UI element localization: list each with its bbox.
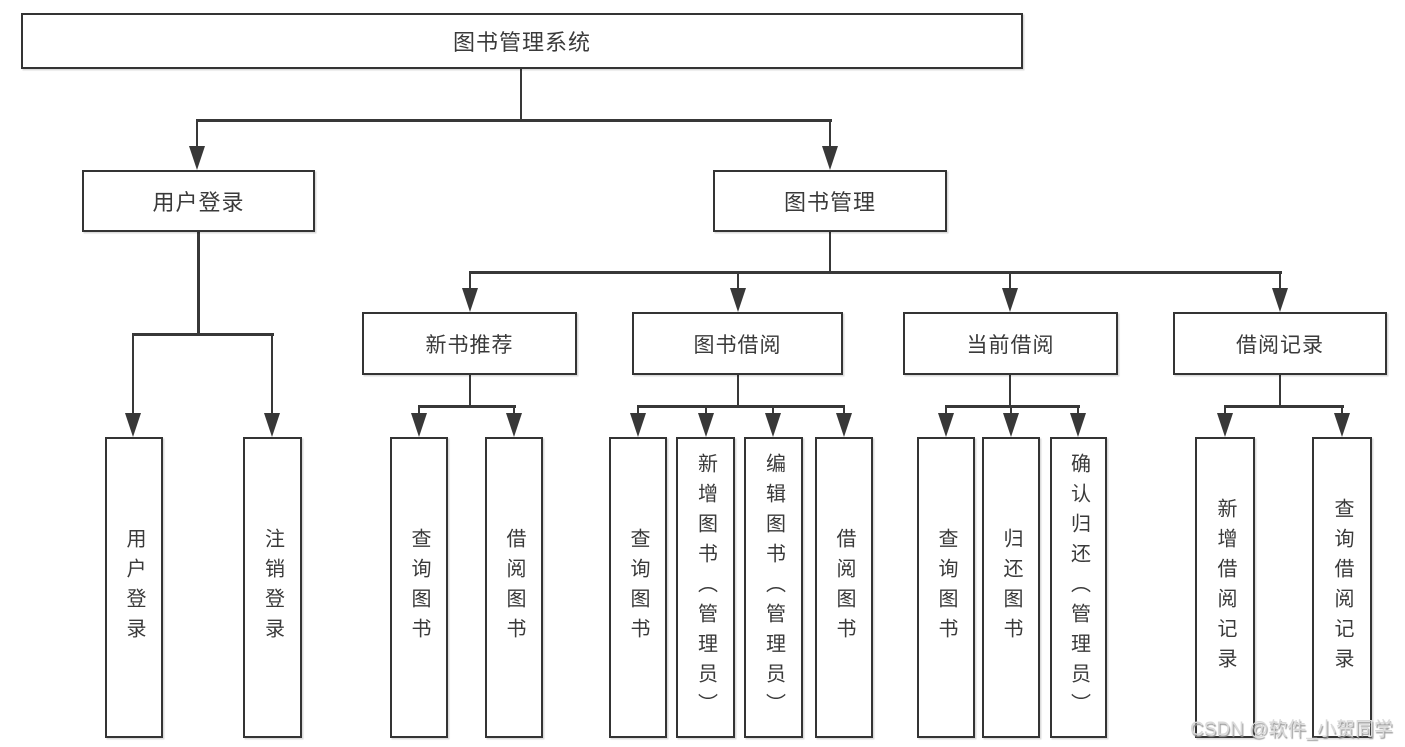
- arrow-down-icon: [730, 288, 746, 312]
- connector-line: [636, 405, 846, 408]
- connector-line: [1008, 375, 1012, 407]
- csdn-watermark: CSDN @软件_小贺同学: [1190, 719, 1393, 740]
- node-new-book-recommend: 新书推荐: [362, 312, 577, 375]
- node-library-system: 图书管理系统: [21, 13, 1023, 69]
- connector-line: [195, 119, 199, 149]
- node-borrowing-query-books-label: 查询图书: [627, 527, 649, 648]
- node-user-login-label: 用户登录: [152, 190, 245, 215]
- node-logout-action-label: 注销登录: [261, 527, 284, 648]
- node-library-system-label: 图书管理系统: [452, 30, 591, 55]
- connector-line: [636, 405, 640, 415]
- arrow-down-icon: [1217, 413, 1233, 437]
- connector-line: [197, 232, 200, 335]
- connector-line: [270, 333, 274, 415]
- node-borrowing-records-label: 借阅记录: [1236, 333, 1324, 357]
- connector-line: [1008, 271, 1012, 291]
- node-book-borrowing-label: 图书借阅: [693, 333, 782, 357]
- connector-line: [512, 405, 516, 415]
- node-current-borrowing-label: 当前借阅: [966, 333, 1055, 357]
- arrow-down-icon: [836, 413, 852, 437]
- connector-line: [1278, 375, 1282, 407]
- connector-line: [944, 405, 1080, 408]
- node-logout-action: 注销登录: [243, 437, 302, 738]
- connector-line: [736, 375, 740, 407]
- node-user-login-action: 用户登录: [105, 437, 163, 738]
- connector-line: [1009, 405, 1013, 415]
- node-query-borrow-record-label: 查询借阅记录: [1331, 497, 1353, 678]
- connector-line: [195, 119, 832, 122]
- arrow-down-icon: [1002, 288, 1018, 312]
- arrow-down-icon: [506, 413, 522, 437]
- arrow-down-icon: [189, 146, 205, 170]
- node-edit-book-admin: 编辑图书（管理员）: [744, 437, 803, 738]
- arrow-down-icon: [938, 413, 954, 437]
- node-add-borrow-record: 新增借阅记录: [1195, 437, 1255, 738]
- arrow-down-icon: [1070, 413, 1086, 437]
- node-confirm-return-admin-label: 确认归还（管理员）: [1067, 452, 1090, 723]
- arrow-down-icon: [1003, 413, 1019, 437]
- connector-line: [1076, 405, 1080, 415]
- node-new-book-recommend-label: 新书推荐: [425, 333, 514, 357]
- node-recommend-query-books: 查询图书: [390, 437, 448, 738]
- node-user-login-action-label: 用户登录: [123, 527, 145, 648]
- node-borrowing-query-books: 查询图书: [609, 437, 667, 738]
- node-current-borrowing: 当前借阅: [903, 312, 1118, 375]
- node-edit-book-admin-label: 编辑图书（管理员）: [762, 452, 785, 723]
- arrow-down-icon: [1334, 413, 1350, 437]
- arrow-down-icon: [765, 413, 781, 437]
- node-recommend-borrow-books-label: 借阅图书: [503, 527, 525, 648]
- node-query-borrow-record: 查询借阅记录: [1312, 437, 1372, 738]
- connector-line: [1223, 405, 1344, 408]
- connector-line: [828, 119, 832, 149]
- connector-line: [519, 69, 523, 121]
- node-book-management: 图书管理: [713, 170, 947, 232]
- node-current-query-books: 查询图书: [917, 437, 975, 738]
- connector-line: [736, 271, 740, 291]
- node-book-borrowing: 图书借阅: [632, 312, 843, 375]
- node-return-book-label: 归还图书: [1000, 527, 1022, 648]
- node-add-book-admin-label: 新增图书（管理员）: [694, 452, 717, 723]
- connector-line: [131, 333, 135, 415]
- connector-line: [468, 375, 472, 407]
- connector-line: [771, 405, 775, 415]
- connector-line: [417, 405, 421, 415]
- connector-line: [468, 271, 472, 291]
- arrow-down-icon: [822, 146, 838, 170]
- arrow-down-icon: [462, 288, 478, 312]
- arrow-down-icon: [264, 413, 280, 437]
- connector-line: [1340, 405, 1344, 415]
- arrow-down-icon: [411, 413, 427, 437]
- arrow-down-icon: [698, 413, 714, 437]
- arrow-down-icon: [630, 413, 646, 437]
- connector-line: [468, 271, 1282, 274]
- node-borrowing-borrow-books: 借阅图书: [815, 437, 873, 738]
- node-current-query-books-label: 查询图书: [935, 527, 957, 648]
- node-add-book-admin: 新增图书（管理员）: [676, 437, 735, 738]
- node-borrowing-records: 借阅记录: [1173, 312, 1387, 375]
- node-return-book: 归还图书: [982, 437, 1040, 738]
- node-user-login: 用户登录: [82, 170, 315, 232]
- connector-line: [944, 405, 948, 415]
- arrow-down-icon: [1272, 288, 1288, 312]
- node-recommend-borrow-books: 借阅图书: [485, 437, 543, 738]
- arrow-down-icon: [125, 413, 141, 437]
- connector-line: [131, 333, 275, 336]
- node-book-management-label: 图书管理: [783, 190, 876, 215]
- node-confirm-return-admin: 确认归还（管理员）: [1050, 437, 1107, 738]
- connector-line: [828, 232, 832, 273]
- node-add-borrow-record-label: 新增借阅记录: [1214, 497, 1236, 678]
- connector-line: [417, 405, 516, 408]
- connector-line: [704, 405, 708, 415]
- connector-line: [1223, 405, 1227, 415]
- node-recommend-query-books-label: 查询图书: [408, 527, 430, 648]
- connector-line: [842, 405, 846, 415]
- connector-line: [1278, 271, 1282, 291]
- node-borrowing-borrow-books-label: 借阅图书: [833, 527, 855, 648]
